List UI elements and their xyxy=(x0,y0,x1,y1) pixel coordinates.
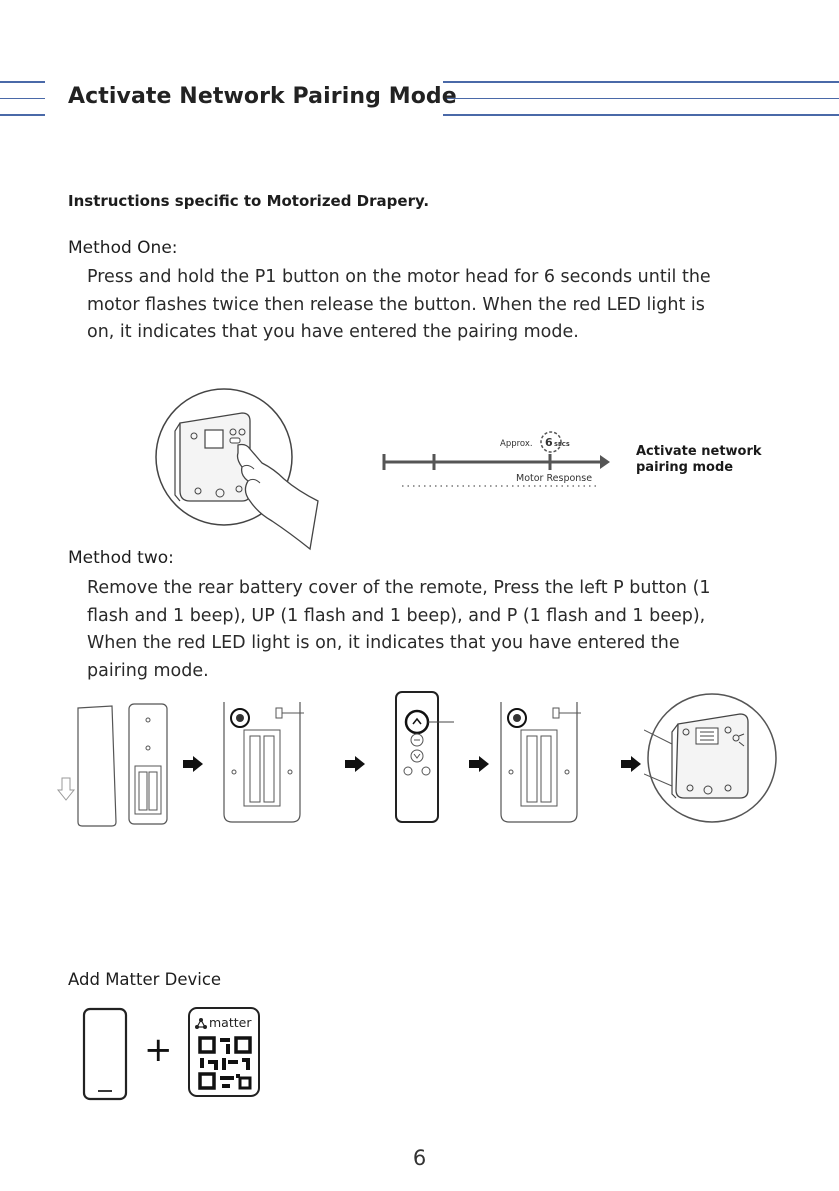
arrow-right-icon xyxy=(345,756,365,772)
result-label: Activate network pairing mode xyxy=(636,444,762,476)
remote-back-p-button-illustration xyxy=(500,702,581,823)
remote-front-up-button-illustration xyxy=(395,691,454,823)
method-one-text: Press and hold the P1 button on the moto… xyxy=(87,264,711,347)
header-rule-right-bottom xyxy=(443,114,839,116)
timing-diagram: Approx. 6 SECS Motor Response xyxy=(382,431,610,487)
result-line: pairing mode xyxy=(636,460,734,475)
instructions-subtitle: Instructions specific to Motorized Drape… xyxy=(68,192,430,210)
seconds-value: 6 xyxy=(545,436,553,449)
result-line: Activate network xyxy=(636,444,762,459)
method-two-text: Remove the rear battery cover of the rem… xyxy=(87,575,711,685)
motor-led-illustration xyxy=(644,693,777,823)
method-two-line: flash and 1 beep), UP (1 flash and 1 bee… xyxy=(87,605,706,626)
header-rule-right-top xyxy=(443,81,839,83)
header-rule-left-mid xyxy=(0,98,45,99)
matter-logo-text: matter xyxy=(209,1015,252,1030)
phone-icon xyxy=(82,1007,128,1101)
method-one-title: Method One: xyxy=(68,238,178,258)
page-title: Activate Network Pairing Mode xyxy=(68,84,457,109)
remote-back-p-button-illustration xyxy=(223,702,304,823)
header-rule-left-bottom xyxy=(0,114,45,116)
method-two-title: Method two: xyxy=(68,548,174,568)
method-one-line: Press and hold the P1 button on the moto… xyxy=(87,267,711,287)
seconds-unit: SECS xyxy=(554,442,570,448)
arrow-right-icon xyxy=(621,756,641,772)
add-matter-label: Add Matter Device xyxy=(68,970,222,989)
plus-icon: + xyxy=(144,1030,173,1070)
header-rule-right-mid xyxy=(443,98,839,99)
method-two-line: Remove the rear battery cover of the rem… xyxy=(87,578,711,598)
qr-code-icon xyxy=(198,1036,252,1090)
arrow-right-icon xyxy=(183,756,203,772)
method-one-line: motor flashes twice then release the but… xyxy=(87,294,705,315)
motor-head-illustration xyxy=(155,388,319,551)
matter-qr-card: matter xyxy=(188,1007,260,1097)
method-two-line: When the red LED light is on, it indicat… xyxy=(87,633,680,653)
arrow-right-icon xyxy=(469,756,489,772)
header-rule-left-top xyxy=(0,81,45,83)
motor-response-label: Motor Response xyxy=(516,473,592,484)
approx-label: Approx. xyxy=(500,439,533,449)
page-number: 6 xyxy=(412,1146,427,1170)
method-one-line: on, it indicates that you have entered t… xyxy=(87,322,579,342)
matter-logo-icon xyxy=(195,1018,207,1029)
remote-cover-removed-illustration xyxy=(56,703,168,827)
method-two-line: pairing mode. xyxy=(87,660,209,681)
